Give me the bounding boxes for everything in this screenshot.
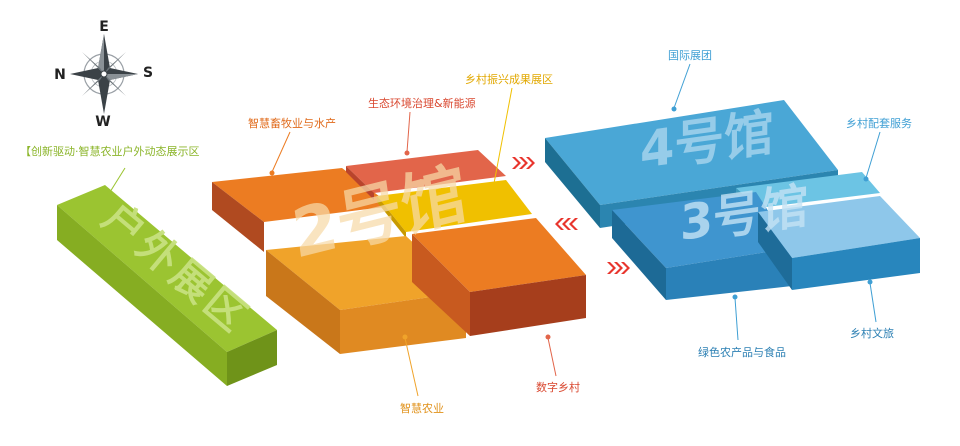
flow-arrow-right-2-icon xyxy=(607,262,630,274)
hall2-revitalization-label: 乡村振兴成果展区 xyxy=(465,72,553,86)
hall3-green-leader xyxy=(732,294,739,341)
flow-arrow-left-icon xyxy=(555,218,578,230)
hall2-digital-block[interactable] xyxy=(412,218,586,336)
hall2-revitalization-leader xyxy=(489,87,513,198)
outdoor-label-leader xyxy=(107,167,126,196)
hall2-livestock-leader xyxy=(269,131,291,176)
hall4-intl-leader xyxy=(671,63,691,112)
hall2-livestock-block[interactable] xyxy=(212,168,392,252)
hall3-services-label: 乡村配套服务 xyxy=(846,116,912,130)
hall2-digital-leader xyxy=(545,334,557,377)
compass-north-label: N xyxy=(54,67,66,83)
compass-rose-icon xyxy=(70,34,138,114)
hall2-smart-agri-leader xyxy=(402,334,419,397)
outdoor-zone-block[interactable] xyxy=(57,185,277,386)
flow-arrow-right-icon xyxy=(512,157,535,169)
hall3-tourism-leader xyxy=(867,279,877,323)
hall4-intl-label: 国际展团 xyxy=(668,49,712,62)
hall2-ecology-block[interactable] xyxy=(346,150,506,200)
hall2-ecology-label: 生态环境治理&新能源 xyxy=(368,96,476,110)
hall2-livestock-label: 智慧畜牧业与水产 xyxy=(248,116,336,130)
hall3-green-label: 绿色农产品与食品 xyxy=(698,345,786,359)
hall3-services-leader xyxy=(863,131,881,182)
outdoor-zone-label: 【创新驱动·智慧农业户外动态展示区 xyxy=(20,144,200,158)
hall2-digital-label: 数字乡村 xyxy=(536,380,580,394)
hall3-tourism-block[interactable] xyxy=(758,196,920,290)
compass-east-label: E xyxy=(99,19,109,35)
compass-south-label: S xyxy=(143,65,153,81)
hall2-ecology-leader xyxy=(404,111,411,156)
hall2-smart-agri-label: 智慧农业 xyxy=(400,401,444,415)
hall3-tourism-label: 乡村文旅 xyxy=(850,326,894,340)
compass-west-label: W xyxy=(95,114,110,130)
hall3-green-block[interactable] xyxy=(612,192,792,300)
